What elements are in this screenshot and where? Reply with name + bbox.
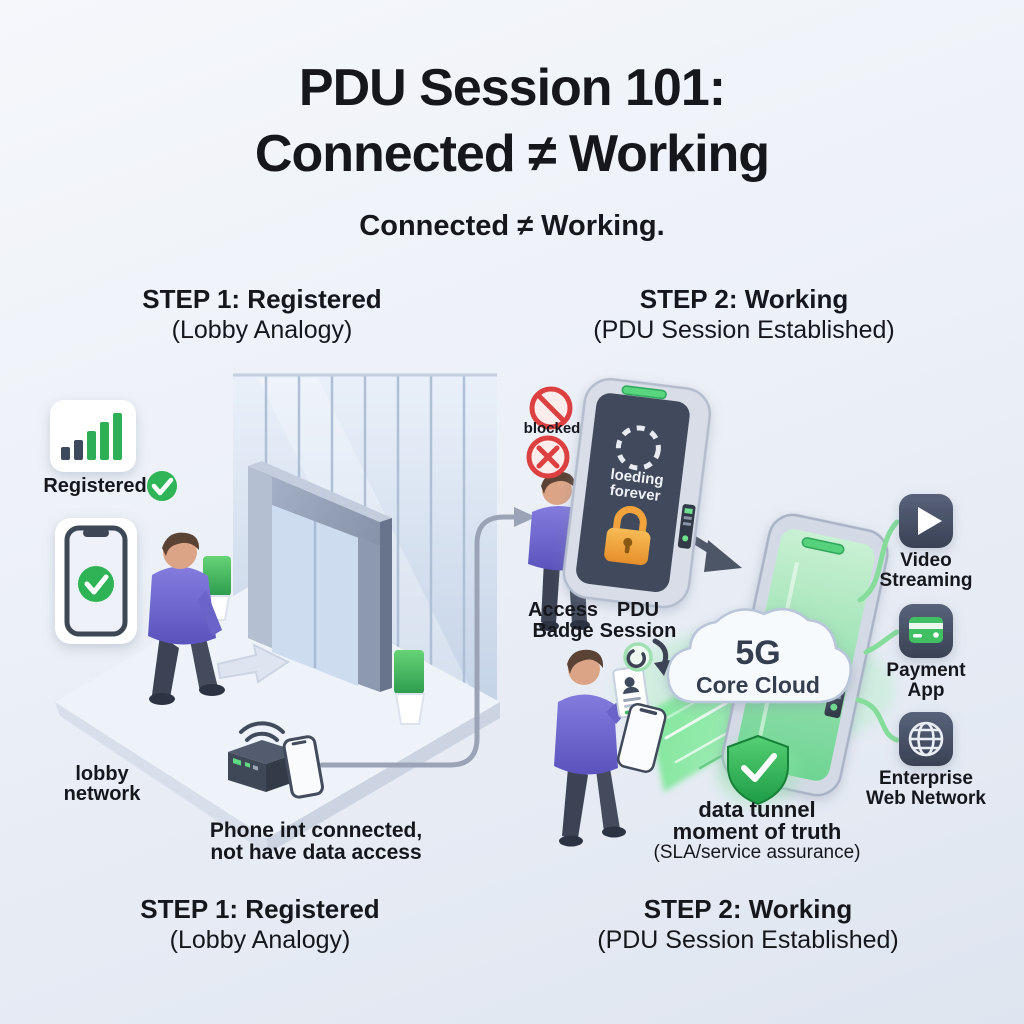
badge-arrow-icon: [652, 638, 670, 676]
video-streaming-label: Video Streaming: [879, 550, 973, 591]
blocked-x-icon: [526, 435, 570, 479]
footer-step1-heading: STEP 1: Registered: [140, 894, 380, 924]
signal-strength-card: [50, 400, 136, 472]
5g-core-cloud-icon: [666, 607, 852, 704]
page-title-line1: PDU Session 101:: [298, 59, 726, 117]
tunnel-label-line2: moment of truth: [672, 819, 842, 844]
loading-spinner-icon: [615, 425, 661, 471]
cloud-subtitle: Core Cloud: [696, 672, 820, 698]
payment-app-label: Payment App: [886, 660, 966, 701]
access-badge-label: Access Badge: [527, 599, 599, 642]
person-lobby: [148, 532, 225, 705]
padlock-icon: [604, 506, 651, 566]
badge-clip-icon: [623, 642, 653, 672]
play-icon: [918, 507, 942, 535]
lobby-scene: [50, 373, 536, 854]
tunnel-label-line3: (SLA/service assurance): [653, 842, 861, 863]
page-title-line2: Connected ≠ Working: [254, 125, 770, 183]
step2-subheading: (PDU Session Established): [593, 316, 895, 344]
signal-bars-icon: [61, 413, 122, 460]
page-subtitle: Connected ≠ Working.: [359, 210, 665, 242]
scene2-arrow-icon: [684, 532, 742, 572]
enterprise-web-tile: [899, 712, 953, 766]
credit-card-icon: [909, 617, 943, 643]
registered-phone-card: [55, 518, 137, 644]
video-streaming-tile: [899, 494, 953, 548]
step1-caption: Phone int connected, not have data acces…: [209, 819, 423, 864]
app-connectors: [855, 519, 900, 743]
loading-door-graphic: [562, 377, 712, 609]
lobby-gate-graphic: [248, 461, 392, 692]
door-keypad-icon: [677, 504, 696, 549]
floor-arrow-icon: [216, 643, 290, 684]
tunnel-label-line1: data tunnel: [698, 797, 816, 822]
registered-check-icon: [147, 471, 177, 501]
lobby-network-label: lobby network: [63, 763, 141, 805]
loading-forever-label: loeding forever: [608, 465, 665, 505]
step1-heading: STEP 1: Registered: [142, 284, 382, 314]
registered-label: Registered: [43, 475, 147, 497]
lobby-phone-icon: [282, 735, 325, 799]
step1-subheading: (Lobby Analogy): [171, 316, 353, 344]
footer-step2-heading: STEP 2: Working: [643, 894, 853, 924]
blocked-label: blocked: [523, 420, 581, 437]
plant-icon: [394, 650, 426, 725]
enterprise-web-label: Enterprise Web Network: [865, 768, 987, 809]
phone-check-icon: [64, 525, 128, 637]
step2-heading: STEP 2: Working: [639, 284, 849, 314]
cloud-title: 5G: [735, 634, 781, 672]
pdu-session-label: PDU Session: [599, 599, 677, 642]
no-entry-icon: [529, 386, 573, 430]
footer-step2-subheading: (PDU Session Established): [597, 926, 899, 954]
step-connector-arrow: [319, 507, 536, 768]
session-phone-icon: [616, 703, 667, 773]
working-scene: [526, 377, 953, 847]
globe-icon: [908, 721, 944, 757]
footer-step1-subheading: (Lobby Analogy): [169, 926, 351, 954]
payment-app-tile: [899, 604, 953, 658]
shield-check-icon: [716, 734, 800, 806]
